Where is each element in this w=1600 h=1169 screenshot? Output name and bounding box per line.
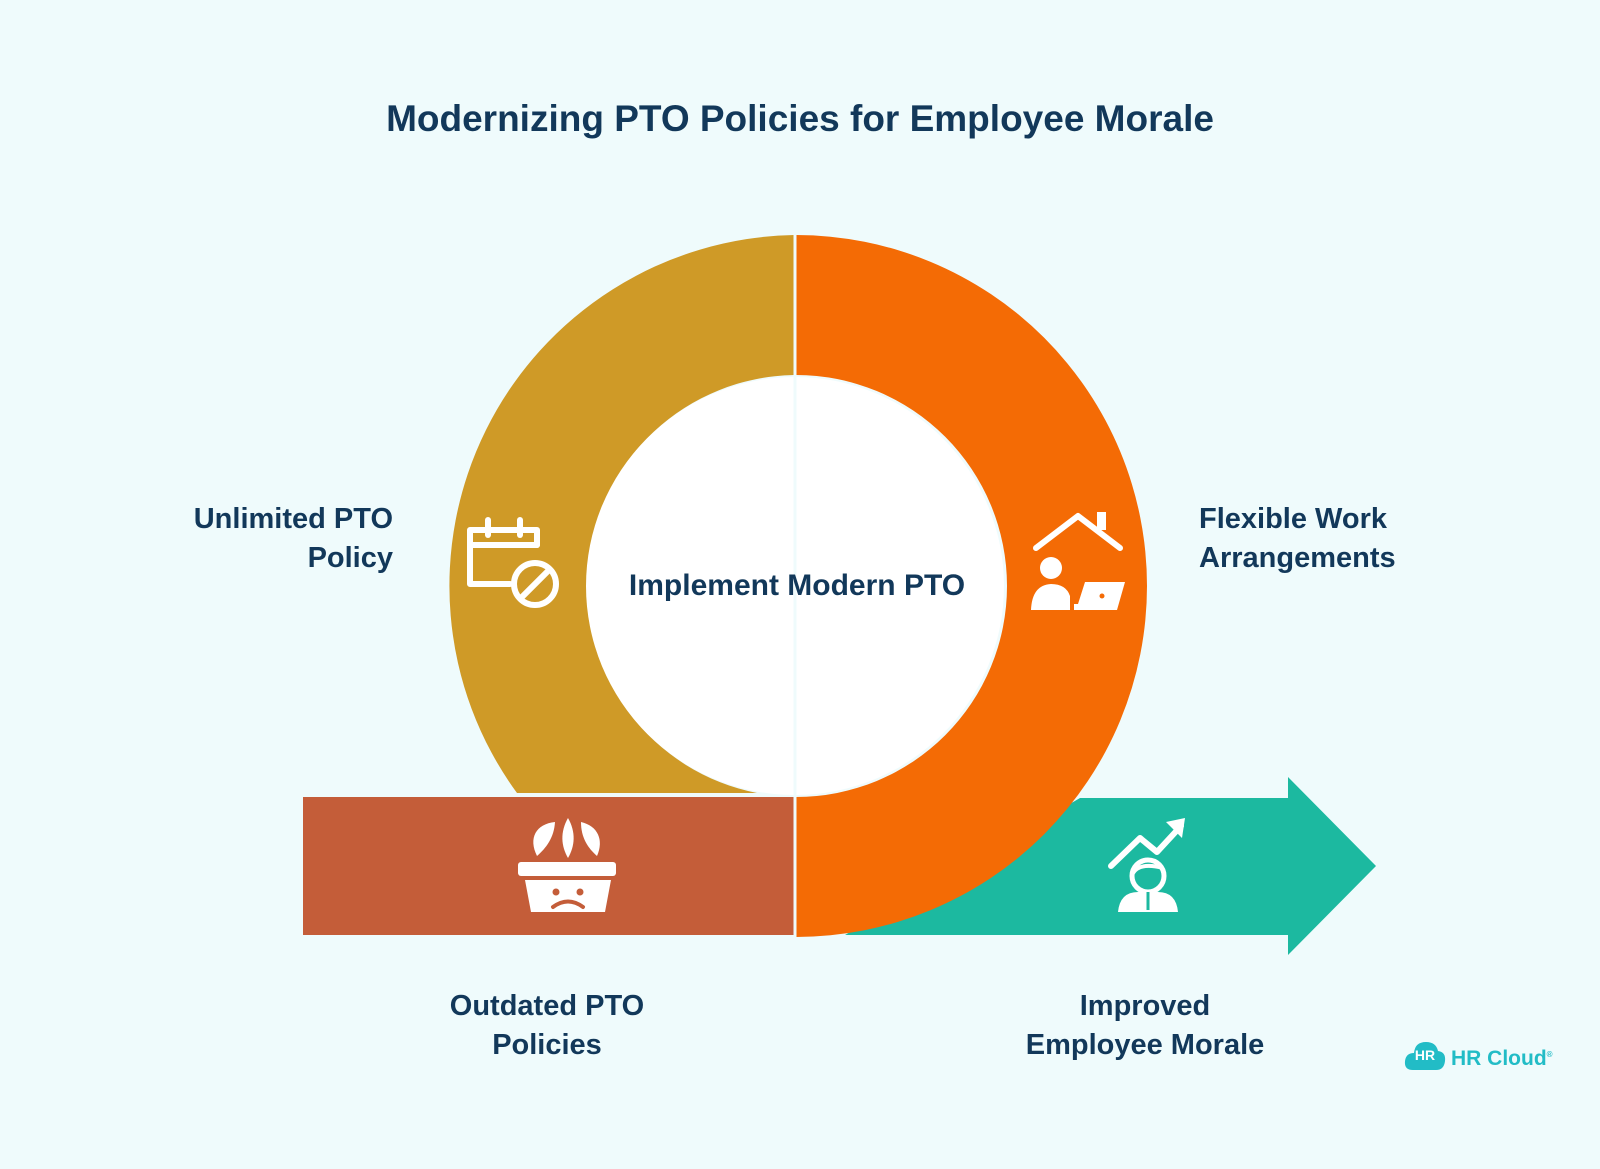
improved-morale-label-line1: Improved [1079, 990, 1211, 1022]
logo-registered: ® [1546, 1050, 1553, 1059]
unlimited-pto-label: Unlimited PTO Policy [120, 500, 393, 578]
calendar-cancel-icon [467, 517, 559, 608]
logo-text: HR Cloud [1451, 1047, 1547, 1070]
unlimited-pto-label-line1: Unlimited PTO [193, 503, 393, 535]
flexible-work-segment [796, 235, 1147, 937]
flexible-work-label-line1: Flexible Work [1199, 503, 1388, 535]
logo-mark-text: HR [1414, 1047, 1436, 1063]
growth-person-icon [1108, 818, 1185, 912]
work-from-home-icon [1031, 512, 1125, 610]
cloud-logo-icon [1404, 1042, 1446, 1070]
improved-morale-label-line2: Employee Morale [1025, 1029, 1265, 1061]
page-title: Modernizing PTO Policies for Employee Mo… [386, 98, 1214, 139]
outdated-pto-label-line1: Outdated PTO [449, 990, 645, 1022]
unlimited-pto-segment [449, 235, 794, 793]
flexible-work-label-line2: Arrangements [1199, 542, 1396, 574]
sad-plant-pot-icon [518, 818, 616, 912]
center-label: Implement Modern PTO [628, 569, 966, 602]
flexible-work-label: Flexible Work Arrangements [1199, 500, 1529, 578]
hr-cloud-logo: HR HR Cloud® [1403, 1036, 1553, 1076]
outdated-pto-label-line2: Policies [492, 1029, 602, 1061]
improved-morale-label: Improved Employee Morale [975, 987, 1315, 1065]
logo-wordmark: HR Cloud® [1451, 1042, 1553, 1072]
outdated-pto-label: Outdated PTO Policies [392, 987, 702, 1065]
unlimited-pto-label-line2: Policy [307, 542, 393, 574]
